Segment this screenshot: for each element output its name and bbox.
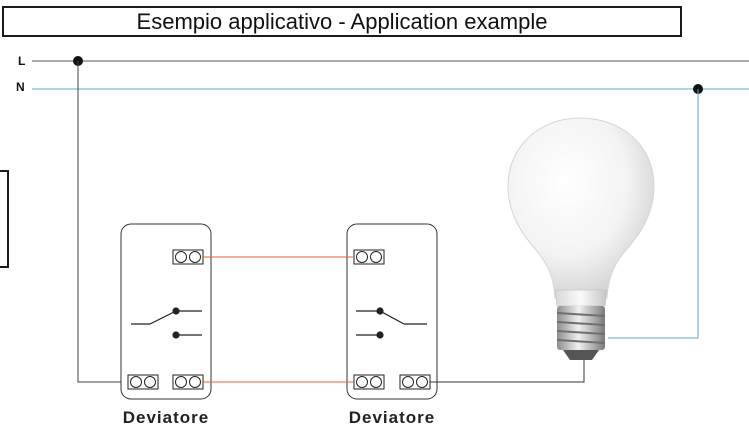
switch-1-body — [120, 223, 212, 400]
switch-2-body — [346, 223, 438, 400]
side-frame — [0, 170, 9, 268]
light-bulb-icon — [507, 117, 655, 360]
live-line-label: L — [18, 54, 26, 68]
switch-2-terminal-bottom — [353, 374, 385, 390]
switch-1-terminal-bottom — [172, 374, 204, 390]
switch-1-label: Deviatore — [122, 408, 210, 427]
switch-2-terminal-common — [399, 374, 431, 390]
switched-live-wire — [430, 358, 585, 383]
switch-1-terminal-common — [127, 374, 159, 390]
neutral-bulb-wire — [608, 89, 699, 339]
live-feed-wire — [77, 61, 128, 383]
switch-1-symbol — [131, 307, 202, 339]
diagram-title: Esempio applicativo - Application exampl… — [2, 6, 682, 37]
switch-2-symbol — [356, 307, 427, 339]
switch-1-terminal-top — [172, 249, 204, 265]
switch-2-terminal-top — [353, 249, 385, 265]
neutral-line-label: N — [16, 80, 25, 94]
switch-2-label: Deviatore — [348, 408, 436, 427]
